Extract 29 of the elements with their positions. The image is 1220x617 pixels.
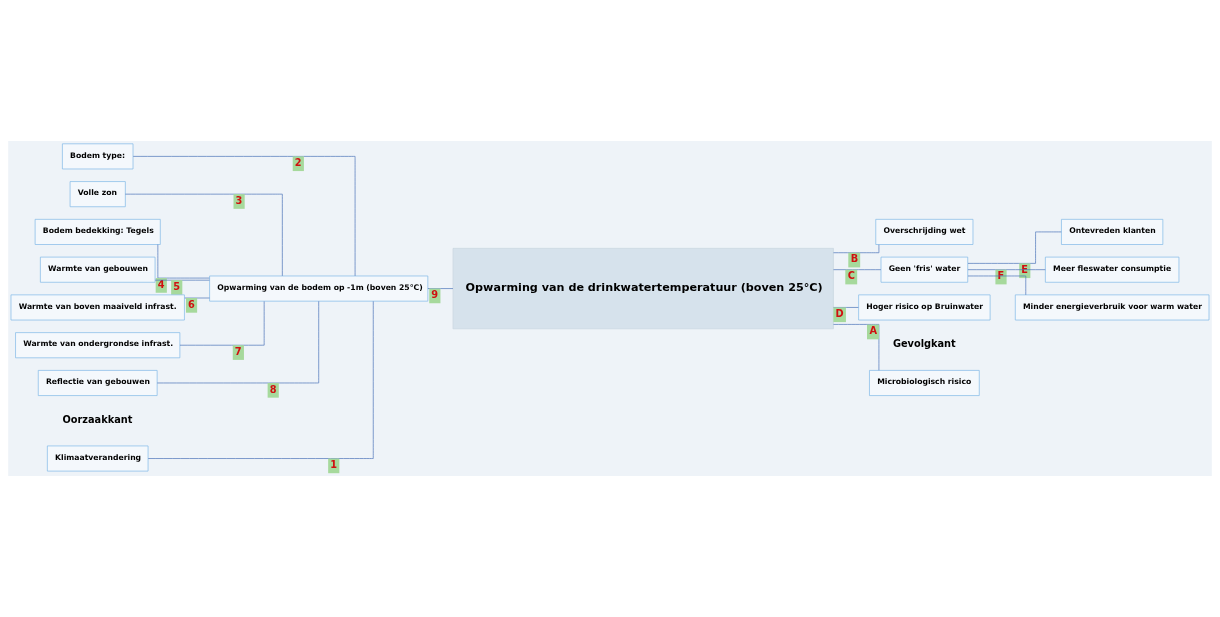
connector [184, 297, 210, 299]
node-box: Opwarming van de drinkwatertemperatuur (boven 25°C) [452, 248, 834, 330]
edge-label: 9 [431, 289, 439, 301]
label: Oorzaakkant [62, 413, 133, 425]
connector [179, 301, 265, 346]
edge-label: 8 [269, 383, 277, 395]
connector [833, 269, 882, 271]
edge-label: 5 [173, 280, 181, 292]
edge-label: E [1021, 263, 1028, 275]
edge-label: F [997, 270, 1005, 282]
edge-label: C [847, 270, 855, 282]
connector [154, 279, 210, 281]
edge-label: B [850, 253, 859, 265]
edge-label: 3 [235, 194, 243, 206]
connector [427, 288, 454, 289]
edge-label: 2 [294, 156, 302, 168]
connector [833, 244, 880, 254]
edge-label: D [835, 308, 844, 320]
connector [967, 231, 1062, 264]
edge-label: 4 [157, 278, 165, 290]
label: Gevolgkant [892, 338, 956, 350]
connector [967, 275, 1027, 296]
edge-label: A [869, 325, 878, 337]
connector [967, 269, 1046, 271]
connector [147, 301, 374, 459]
edge-label: 7 [234, 345, 242, 357]
edge-label: 6 [188, 298, 195, 310]
edge-label: 1 [330, 459, 338, 471]
connector [157, 244, 210, 279]
